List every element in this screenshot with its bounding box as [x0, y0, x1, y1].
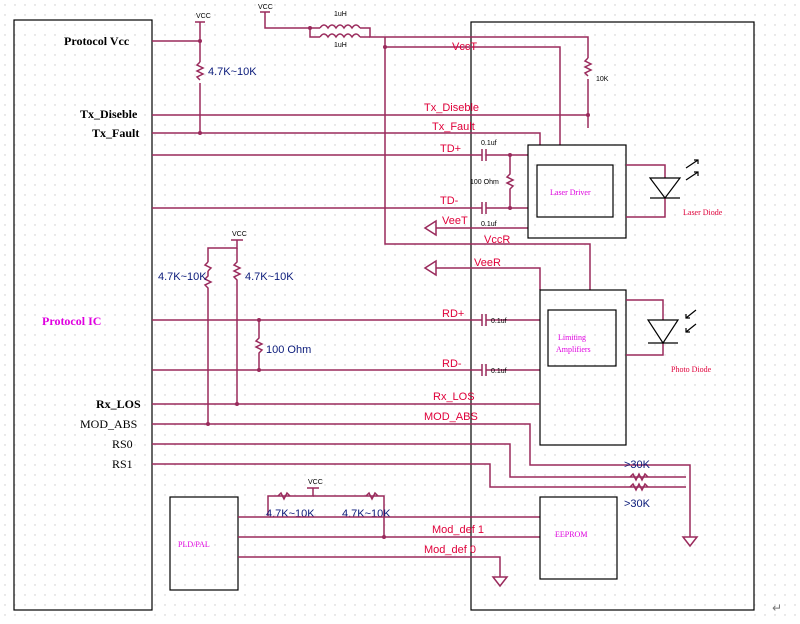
resistor-label-rd: 100 Ohm	[266, 344, 311, 356]
resistor-rs1	[629, 482, 649, 492]
laser-driver-outer	[527, 144, 627, 239]
wire-rs0	[152, 443, 686, 478]
laser-driver-label: Laser Driver	[550, 188, 591, 197]
resistor-label-moddef-right: 4.7K~10K	[342, 508, 391, 520]
label-rs0: RS0	[112, 437, 133, 451]
return-mark: ↵	[772, 601, 782, 615]
resistor-vcct	[583, 57, 593, 77]
eeprom-label: EEPROM	[555, 530, 587, 539]
resistor-label-rs0: >30K	[624, 459, 651, 471]
label-protocol-vcc: Protocol Vcc	[64, 34, 130, 48]
signal-veet: VeeT	[442, 215, 468, 227]
label-tx-fault: Tx_Fault	[92, 126, 139, 140]
ground-mod-def0	[491, 576, 509, 588]
pld-pal-label: PLD/PAL	[178, 540, 210, 549]
ground-veer	[423, 259, 437, 277]
vcc-label-top-mid: VCC	[258, 4, 273, 11]
signal-rx-los: Rx_LOS	[433, 391, 475, 403]
limiting-amplifier-label-2: Amplifiers	[556, 345, 591, 354]
resistor-rs0	[629, 472, 649, 482]
wire-rs1	[152, 463, 686, 488]
signal-vccr: VccR	[484, 234, 510, 246]
signal-mod-def1: Mod_def 1	[432, 524, 484, 536]
signal-tx-fault: Tx_Fault	[432, 121, 475, 133]
signal-rd-minus: RD-	[442, 358, 462, 370]
resistor-label-td: 100 Ohm	[470, 179, 499, 186]
signal-veer: VeeR	[474, 257, 501, 269]
photo-diode-label: Photo Diode	[671, 365, 712, 374]
label-rx-los: Rx_LOS	[96, 397, 141, 411]
signal-mod-abs: MOD_ABS	[424, 411, 478, 423]
eeprom-block	[539, 496, 618, 580]
signal-td-minus: TD-	[440, 195, 459, 207]
wire-veer	[436, 267, 541, 290]
resistor-td	[505, 155, 515, 208]
laser-driver-box	[536, 164, 614, 218]
resistor-rx-right	[232, 248, 242, 404]
signal-mod-def0: Mod_def 0	[424, 544, 476, 556]
resistor-protocol-vcc	[195, 61, 205, 81]
ground-right	[681, 536, 699, 548]
inductor-label-top: 1uH	[334, 11, 347, 18]
capacitor-label-rd-plus: 0.1uf	[491, 318, 507, 325]
label-protocol-ic: Protocol IC	[42, 314, 101, 328]
vcc-label-mid: VCC	[232, 231, 247, 238]
capacitor-label-td-minus: 0.1uf	[481, 221, 497, 228]
signal-tx-disable: Tx_Diseble	[424, 102, 479, 114]
limiting-amplifier-box	[547, 309, 617, 367]
limiting-amplifier-label-1: Limiting	[558, 333, 586, 342]
capacitor-label-rd-minus: 0.1uf	[491, 368, 507, 375]
photo-diode-icon	[646, 319, 680, 345]
vcc-label-top-left: VCC	[196, 13, 211, 20]
laser-diode-label: Laser Diode	[683, 208, 723, 217]
wire-mod-def0	[238, 556, 501, 577]
label-tx-disable: Tx_Diseble	[80, 107, 138, 121]
signal-td-plus: TD+	[440, 143, 461, 155]
resistor-label-vcct: 10K	[596, 76, 609, 83]
resistor-label-rx-left: 4.7K~10K	[158, 271, 207, 283]
capacitor-label-td-plus: 0.1uf	[481, 140, 497, 147]
resistor-rd	[254, 320, 264, 370]
vcc-label-bottom: VCC	[308, 479, 323, 486]
label-rs1: RS1	[112, 457, 133, 471]
inductor-top	[319, 24, 361, 30]
resistor-rx-left	[203, 271, 213, 424]
limiting-amplifier-outer	[539, 289, 627, 446]
signal-vcct: VccT	[452, 41, 477, 53]
wire-tx-fault	[152, 132, 541, 145]
signal-rd-plus: RD+	[442, 308, 464, 320]
wire-mod-abs	[152, 423, 691, 537]
ground-veet	[423, 219, 437, 237]
resistor-label-moddef-left: 4.7K~10K	[266, 508, 315, 520]
resistor-label-rs1: >30K	[624, 498, 651, 510]
label-mod-abs: MOD_ABS	[80, 417, 137, 431]
resistor-label-protocol-vcc: 4.7K~10K	[208, 66, 257, 78]
junction-dots	[198, 26, 590, 539]
pld-pal-block	[169, 496, 239, 591]
protocol-ic-block	[13, 19, 153, 611]
laser-diode-icon	[648, 177, 682, 199]
resistor-label-rx-right: 4.7K~10K	[245, 271, 294, 283]
inductor-label-bottom: 1uH	[334, 42, 347, 49]
inductor-bottom	[319, 33, 361, 39]
module-block	[470, 21, 755, 611]
